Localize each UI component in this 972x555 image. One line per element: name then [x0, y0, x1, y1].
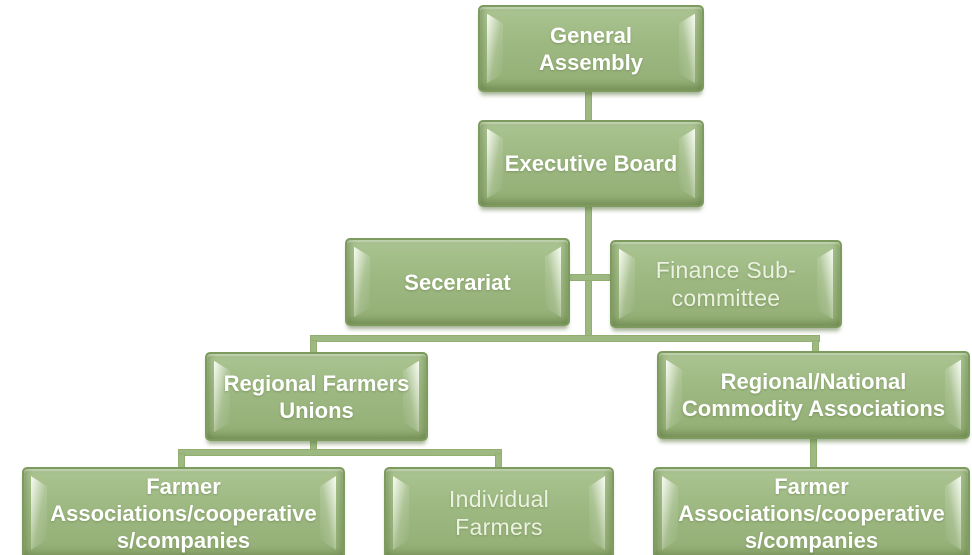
connector-secretariat-finance-stub: [564, 274, 612, 281]
org-node-general-assembly-label: General Assembly: [539, 22, 643, 75]
connector-regional-farmers-unions-down: [310, 435, 317, 452]
org-node-individual-farmers: Individual Farmers: [384, 467, 614, 555]
org-node-farmer-associations-right: Farmer Associations/cooperative s/compan…: [653, 467, 970, 555]
org-node-secretariat: Secerariat: [345, 238, 570, 326]
connector-general-assembly-to-executive-board: [585, 86, 592, 122]
connector-executive-board-trunk: [585, 201, 592, 341]
org-node-farmer-associations-right-label: Farmer Associations/cooperative s/compan…: [678, 473, 945, 553]
org-node-regional-farmers-unions: Regional Farmers Unions: [205, 352, 428, 441]
org-node-general-assembly: General Assembly: [478, 5, 704, 92]
org-node-finance-sub-committee: Finance Sub- committee: [610, 240, 842, 328]
connector-drop-farmer-associations-left: [178, 453, 185, 468]
org-node-executive-board: Executive Board: [478, 120, 704, 207]
org-node-farmer-associations-left-label: Farmer Associations/cooperative s/compan…: [50, 473, 317, 553]
connector-drop-individual-farmers: [495, 453, 502, 468]
connector-drop-farmer-associations-right: [810, 433, 817, 468]
org-node-regional-farmers-unions-label: Regional Farmers Unions: [223, 370, 410, 423]
org-node-farmer-associations-left: Farmer Associations/cooperative s/compan…: [22, 467, 345, 555]
org-node-regional-national-commodity-associations-label: Regional/National Commodity Associations: [681, 369, 946, 421]
connector-drop-regional-national: [812, 340, 819, 353]
connector-level4-horizontal: [178, 449, 502, 456]
org-node-regional-national-commodity-associations: Regional/National Commodity Associations: [657, 351, 970, 439]
connector-drop-regional-farmers-unions: [310, 340, 317, 354]
org-node-finance-sub-committee-label: Finance Sub- committee: [655, 257, 797, 311]
org-node-individual-farmers-label: Individual Farmers: [448, 486, 550, 540]
connector-level3-horizontal: [310, 335, 820, 342]
org-node-secretariat-label: Secerariat: [404, 269, 511, 295]
org-node-executive-board-label: Executive Board: [504, 151, 678, 176]
